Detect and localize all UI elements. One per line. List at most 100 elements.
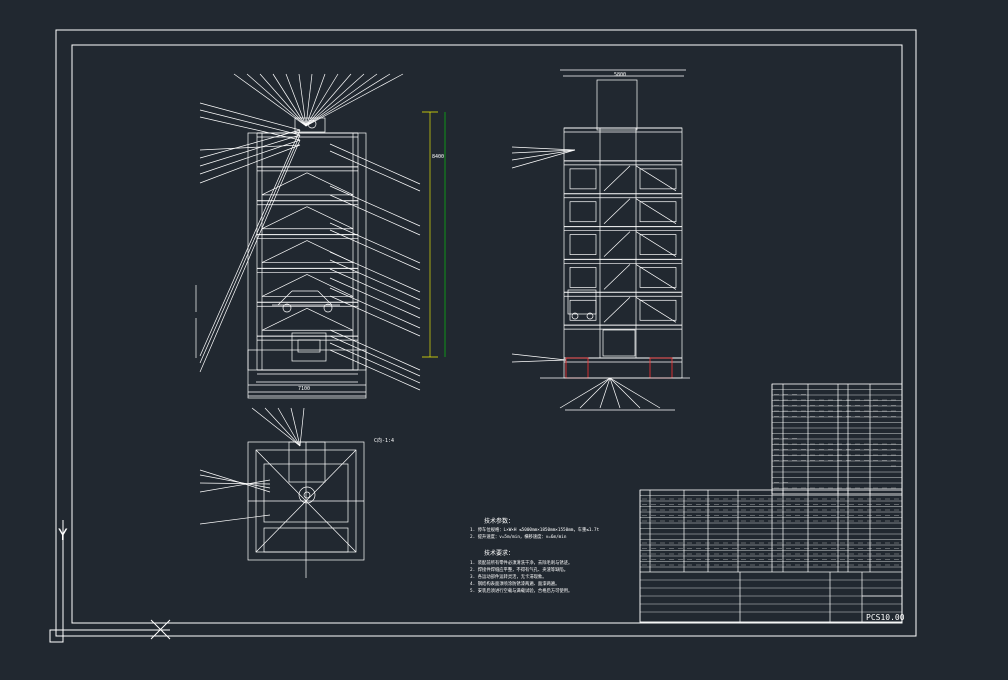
- drawing-line: [259, 73, 307, 127]
- drawing-rect: [247, 349, 367, 371]
- drawing-line: [277, 407, 301, 447]
- drawing-rect: [639, 168, 677, 190]
- drawing-line: [599, 377, 611, 409]
- drawing-rect: [569, 267, 597, 288]
- inner-sheet-border: [71, 44, 903, 624]
- drawing-line: [246, 73, 307, 127]
- drawing-line: [233, 73, 307, 127]
- drawing-line: [261, 240, 308, 263]
- drawing-line: [199, 102, 301, 131]
- drawing-line: [199, 109, 301, 136]
- drawing-line: [261, 206, 308, 230]
- drawing-line: [199, 129, 301, 357]
- drawing-line: [559, 377, 611, 409]
- drawing-rect: [569, 201, 597, 223]
- drawing-circle: [571, 312, 579, 320]
- drawing-line: [199, 116, 301, 141]
- drawing-line: [329, 295, 421, 337]
- drawing-line: [635, 165, 677, 192]
- drawing-rect: [288, 441, 326, 483]
- drawing-line: [306, 307, 354, 331]
- drawing-line: [285, 73, 307, 127]
- drawing-circle: [298, 486, 316, 504]
- drawing-line: [329, 277, 421, 319]
- ucs-y-label: Y: [58, 525, 68, 544]
- notes-line-1-1: 1. 停车位规格：L×W×H ≤5000mm×1850mm×1550mm，车重≤…: [470, 526, 600, 533]
- drawing-line: [305, 73, 404, 127]
- drawing-line: [305, 73, 313, 127]
- drawing-line: [511, 359, 567, 363]
- drawing-rect: [569, 299, 597, 321]
- side-elevation-view: [511, 69, 690, 411]
- drawing-line: [511, 149, 576, 161]
- drawing-line: [199, 139, 301, 175]
- drawing-line: [305, 73, 352, 127]
- drawing-number: PCS10.00: [866, 613, 905, 622]
- drawing-line: [329, 268, 421, 310]
- drawing-line: [277, 290, 293, 306]
- drawing-line: [603, 297, 631, 323]
- drawing-line: [298, 73, 307, 127]
- drawing-line: [199, 139, 301, 373]
- drawing-line: [317, 290, 333, 306]
- drawing-line: [290, 407, 301, 447]
- drawing-rect: [639, 234, 677, 255]
- drawing-rect: [639, 267, 677, 288]
- notes-title-2: 技术要求：: [484, 549, 514, 557]
- plan-view: [199, 407, 365, 578]
- drawing-rect: [291, 332, 327, 362]
- plan-section-tag: C向-1:4: [374, 437, 394, 444]
- drawing-rect: [569, 168, 597, 190]
- drawing-line: [609, 377, 621, 409]
- notes-line-2-4: 4. 钢结构表面须喷涂防锈漆两遍、面漆两遍。: [470, 580, 559, 587]
- drawing-line: [635, 296, 677, 323]
- drawing-circle: [303, 491, 311, 499]
- drawing-line: [306, 206, 354, 230]
- drawing-line: [603, 264, 631, 290]
- drawing-line: [305, 73, 326, 127]
- drawing-line: [603, 198, 631, 224]
- drawing-circle: [282, 303, 292, 313]
- drawing-line: [329, 150, 421, 192]
- drawing-line: [511, 149, 576, 154]
- drawing-rect: [263, 527, 349, 553]
- drawing-line: [306, 274, 354, 297]
- drawing-line: [329, 229, 421, 271]
- drawing-line: [199, 479, 271, 493]
- drawing-rect: [565, 357, 589, 379]
- drawing-line: [329, 342, 421, 384]
- drawing-line: [329, 259, 421, 301]
- drawing-line: [329, 349, 421, 391]
- drawing-line: [329, 251, 421, 293]
- ucs-icon: Y: [49, 520, 170, 643]
- drawing-line: [305, 73, 339, 127]
- crosshair-cursor-icon: [150, 619, 171, 640]
- drawing-line: [264, 407, 301, 447]
- notes-line-2-2: 2. 焊接件焊缝应平整，不得有气孔、夹渣等缺陷。: [470, 566, 568, 573]
- front-width-dimension: 7100: [298, 386, 310, 392]
- drawing-rect: [567, 289, 597, 315]
- drawing-line: [603, 165, 631, 192]
- drawing-line: [635, 231, 677, 257]
- drawing-line: [199, 134, 301, 364]
- drawing-line: [272, 73, 307, 127]
- notes-title-1: 技术参数：: [484, 517, 514, 525]
- drawing-rect: [297, 339, 321, 353]
- drawing-line: [579, 377, 611, 409]
- drawing-rect: [639, 299, 677, 321]
- drawing-rect: [639, 201, 677, 223]
- drawing-line: [261, 274, 308, 297]
- drawing-line: [261, 307, 308, 331]
- notes-line-1-2: 2. 提升速度：v=5m/min，横移速度：v=6m/min: [470, 533, 567, 540]
- drawing-line: [329, 185, 421, 227]
- drawing-line: [306, 172, 354, 196]
- notes-line-2-1: 1. 装配前所有零件必须清洗干净，去除毛刺与锈迹。: [470, 559, 572, 566]
- drawing-line: [255, 449, 357, 553]
- drawing-line: [329, 335, 421, 377]
- drawing-line: [511, 146, 576, 151]
- drawing-line: [329, 143, 421, 185]
- front-elevation-view: [195, 73, 446, 399]
- drawing-line: [609, 377, 641, 409]
- parts-list-and-title-block: [639, 383, 903, 623]
